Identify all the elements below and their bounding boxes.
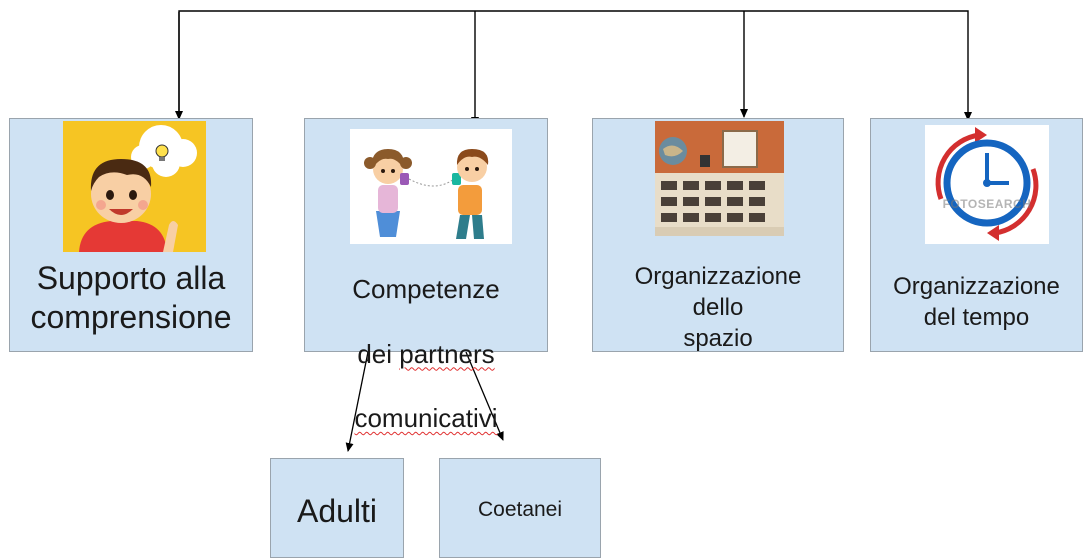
child-idea-icon (63, 121, 206, 252)
node-coetanei: Coetanei (439, 458, 601, 558)
node-adulti: Adulti (270, 458, 404, 558)
top-bus-line (178, 10, 972, 121)
label-line-1: Competenze (352, 274, 500, 305)
node-organizzazione-dello-spazio: Organizzazione dello spazio (592, 118, 844, 352)
label-line-3: comunicativi (305, 402, 547, 434)
label-line-2: dei partners (305, 338, 547, 370)
node-label: Supporto alla comprensione (30, 260, 232, 336)
node-label: Organizzazione del tempo (893, 273, 1060, 332)
node-organizzazione-del-tempo: FOTOSEARCH Organizzazione del tempo (870, 118, 1083, 352)
node-label: Competenze dei partners comunicativi (305, 241, 547, 467)
spellcheck-flagged-word: partners (399, 338, 495, 369)
node-label: Organizzazione dello spazio (634, 263, 802, 353)
clock-cycle-icon: FOTOSEARCH (925, 125, 1049, 244)
arrow-to-adulti (345, 351, 369, 452)
drawer-cabinet-photo-icon (655, 121, 784, 236)
watermark: FOTOSEARCH (942, 197, 1032, 211)
arrow-to-coetanei (465, 351, 504, 441)
children-tin-can-phone-icon (350, 129, 512, 244)
node-label: Adulti (296, 493, 378, 529)
node-label: Coetanei (477, 498, 563, 521)
node-supporto-alla-comprensione: Supporto alla comprensione (9, 118, 253, 352)
label-line-2-prefix: dei (357, 338, 400, 369)
spellcheck-flagged-word: comunicativi (354, 403, 498, 434)
node-competenze-dei-partners-comunicativi: Competenze dei partners comunicativi (304, 118, 548, 433)
